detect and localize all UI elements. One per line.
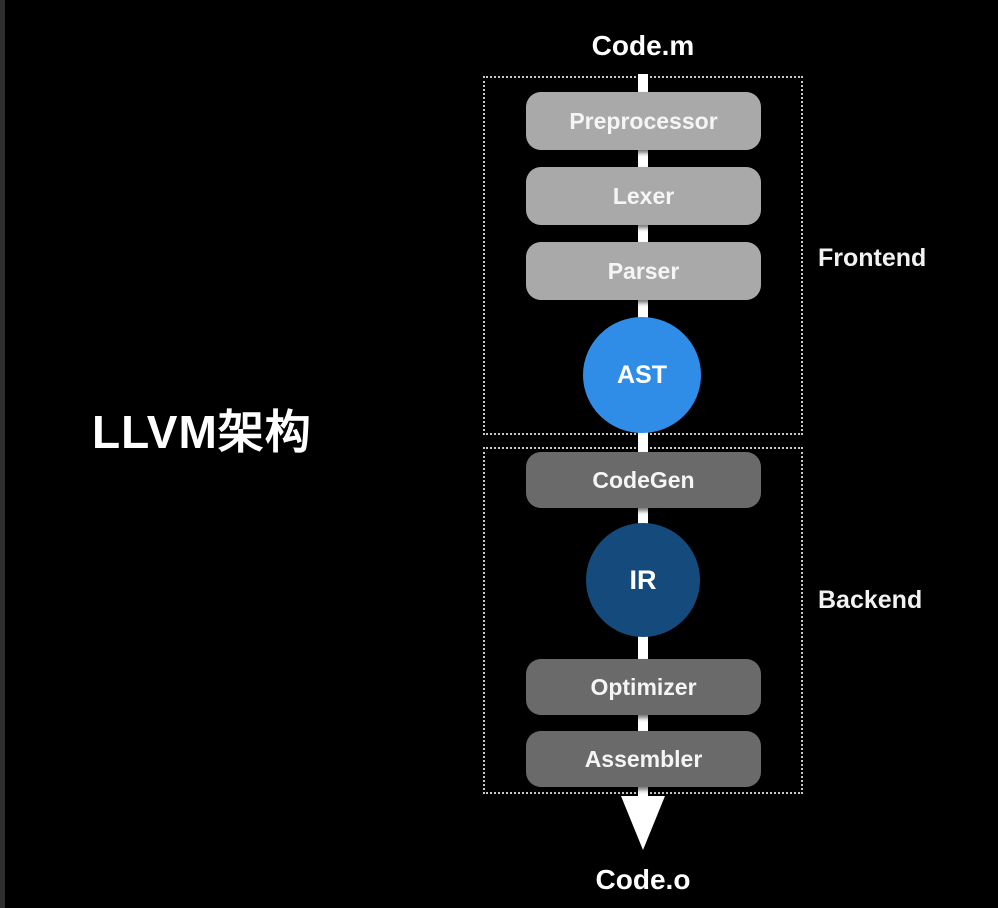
input-file-label: Code.m bbox=[591, 30, 695, 61]
flow-line bbox=[638, 74, 648, 804]
output-file-label: Code.o bbox=[595, 864, 691, 895]
diagram-title: LLVM架构 bbox=[92, 406, 312, 458]
stage-parser: Parser bbox=[526, 242, 761, 300]
stage-lexer: Lexer bbox=[526, 167, 761, 225]
stage-codegen: CodeGen bbox=[526, 452, 761, 508]
down-arrow-icon bbox=[621, 796, 665, 850]
left-edge-strip bbox=[0, 0, 5, 908]
ir-node: IR bbox=[586, 523, 700, 637]
stage-optimizer: Optimizer bbox=[526, 659, 761, 715]
stage-preprocessor: Preprocessor bbox=[526, 92, 761, 150]
frontend-label: Frontend bbox=[818, 244, 927, 272]
ast-node: AST bbox=[583, 317, 701, 433]
backend-label: Backend bbox=[818, 586, 923, 614]
stage-assembler: Assembler bbox=[526, 731, 761, 787]
